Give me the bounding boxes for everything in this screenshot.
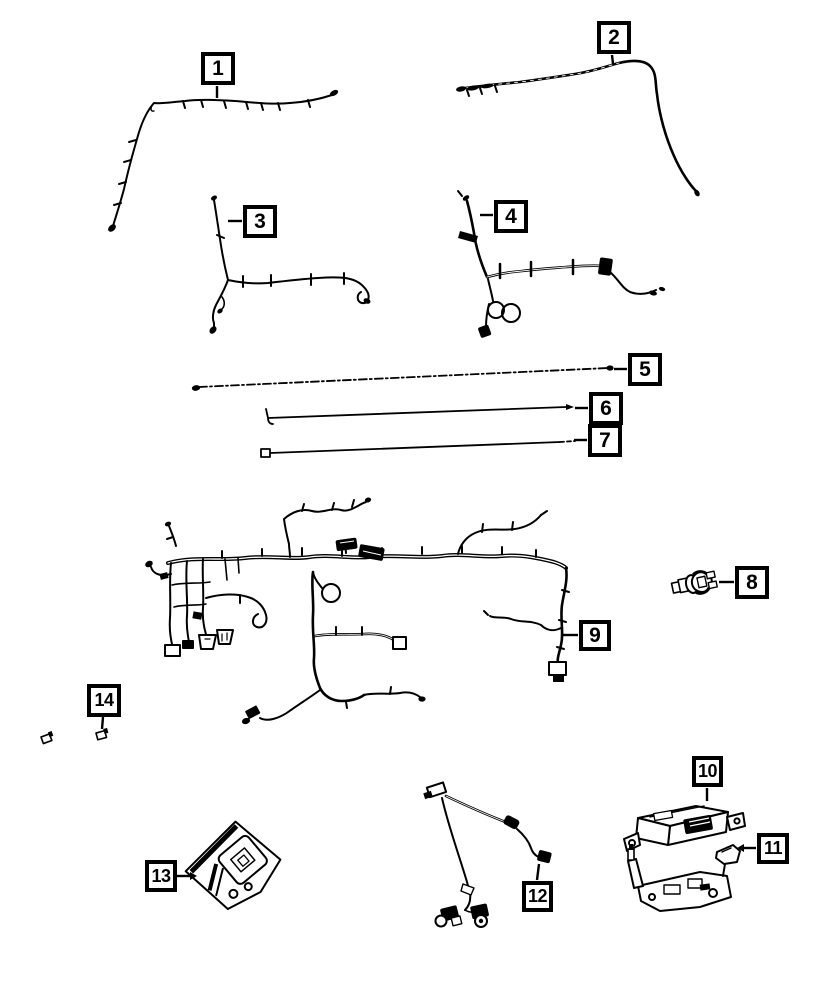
callout-box-8[interactable]: 8 [735,566,769,599]
callout-box-4[interactable]: 4 [494,200,528,233]
callout-box-12[interactable]: 12 [522,881,553,912]
bulb-8-drawing [670,570,718,595]
module-13-drawing [184,820,282,910]
harness-3-drawing [209,195,371,334]
leader-lines [100,54,756,881]
retainer-clips-14-drawing [40,727,109,745]
antenna-cable-7-drawing [260,440,576,458]
callout-box-9[interactable]: 9 [579,620,611,651]
module-10-drawing [623,805,746,852]
bracket-11-drawing [627,844,741,912]
callout-box-10[interactable]: 10 [692,756,723,787]
callout-box-14[interactable]: 14 [87,684,121,717]
callout-box-6[interactable]: 6 [589,392,623,425]
harness-2-drawing [456,59,700,197]
callout-box-2[interactable]: 2 [597,21,631,54]
harness-4-drawing [457,190,666,338]
callout-box-13[interactable]: 13 [145,860,177,892]
ip-harness-9-drawing [145,497,570,725]
antenna-cable-6-drawing [265,404,574,425]
harness-1-drawing [108,89,339,232]
callout-box-11[interactable]: 11 [757,833,789,864]
antenna-cable-5-drawing [191,365,614,391]
harness-12-drawing [423,781,552,928]
callout-box-7[interactable]: 7 [588,424,622,457]
callout-box-1[interactable]: 1 [201,52,235,85]
callout-box-5[interactable]: 5 [628,353,662,386]
callout-box-3[interactable]: 3 [243,205,277,238]
